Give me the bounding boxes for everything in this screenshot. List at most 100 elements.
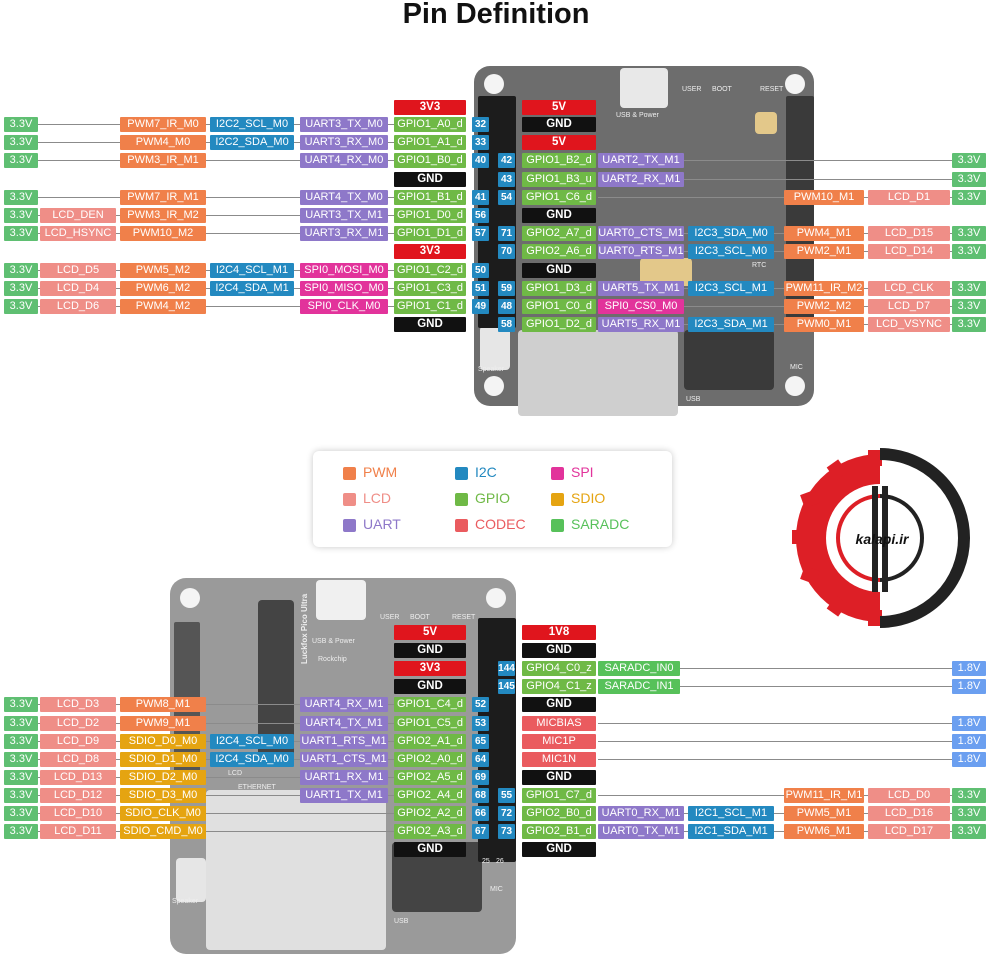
pin-label-gpio: GPIO2_A4_d xyxy=(394,787,466,803)
pin-function-lcd: LCD_D3 xyxy=(40,697,116,713)
pin-number: 69 xyxy=(472,769,489,785)
pin-number: 33 xyxy=(472,135,489,151)
legend-swatch xyxy=(551,519,564,532)
speaker-connector xyxy=(176,858,206,902)
pin-function-v18: 1.8V xyxy=(952,661,986,677)
pin-label-gpio: GPIO2_A3_d xyxy=(394,824,466,840)
pin-function-pwm: PWM10_M2 xyxy=(120,226,206,242)
pin-function-pwm: PWM2_M1 xyxy=(784,244,864,260)
leader-line xyxy=(38,306,394,307)
pin-function-v18: 1.8V xyxy=(952,679,986,695)
pin-function-pwm: PWM5_M1 xyxy=(784,806,864,821)
pin-function-pwm: PWM11_IR_M1 xyxy=(784,787,864,803)
pin-label-gpio: GPIO2_A5_d xyxy=(394,769,466,785)
pin-function-sar: SARADC_IN1 xyxy=(598,679,680,695)
wifi-module xyxy=(684,330,774,390)
pin-function-lcd: LCD_VSYNC xyxy=(868,317,950,333)
pin-label-red: 5V xyxy=(522,135,596,151)
silk-speaker: Speaker xyxy=(478,366,505,373)
pin-label-gnd: GND xyxy=(394,171,466,187)
pin-number: 145 xyxy=(498,679,515,695)
pin-function-lcd: LCD_D11 xyxy=(40,824,116,840)
pin-number: 54 xyxy=(498,189,515,205)
pin-function-lcd: LCD_D15 xyxy=(868,226,950,242)
pin-function-sdio: SDIO_CLK_M0 xyxy=(120,806,206,821)
pin-function-i2c: I2C3_SCL_M1 xyxy=(688,280,774,296)
pin-label-gpio: GPIO4_C0_z xyxy=(522,661,596,677)
mount-hole xyxy=(484,74,504,94)
leader-line xyxy=(38,215,394,216)
pin-function-pwm: PWM7_IR_M0 xyxy=(120,117,206,132)
mount-hole xyxy=(785,74,805,94)
pin-function-v33: 3.3V xyxy=(4,751,38,767)
silk-user: USER xyxy=(380,614,400,621)
legend-swatch xyxy=(551,467,564,480)
pin-function-v33: 3.3V xyxy=(4,226,38,242)
legend-label: SPI xyxy=(571,464,594,480)
pin-function-pwm: PWM2_M2 xyxy=(784,299,864,314)
pin-label-gnd: GND xyxy=(522,769,596,785)
pin-function-lcd: LCD_D4 xyxy=(40,280,116,296)
pin-label-red: 3V3 xyxy=(394,244,466,260)
pin-function-v33: 3.3V xyxy=(4,697,38,713)
pin-label-gpio: GPIO1_C3_d xyxy=(394,280,466,296)
pin-function-spi: SPI0_CS0_M0 xyxy=(598,299,684,314)
pin-function-pwm: PWM4_M1 xyxy=(784,226,864,242)
pin-function-i2c: I2C1_SCL_M1 xyxy=(688,806,774,821)
pin-number: 48 xyxy=(498,299,515,314)
pin-number: 72 xyxy=(498,806,515,821)
pin-label-gpio: GPIO2_A1_d xyxy=(394,733,466,749)
pin-label-gpio: GPIO2_A2_d xyxy=(394,806,466,821)
pin-function-uart: UART4_TX_M1 xyxy=(300,715,388,731)
pin-number: 42 xyxy=(498,153,515,169)
silk-usb: USB xyxy=(394,918,409,925)
pin-function-uart: UART3_RX_M1 xyxy=(300,226,388,242)
leader-line xyxy=(38,160,394,162)
legend-label: I2C xyxy=(475,464,497,480)
silk-usb: USB xyxy=(686,396,701,403)
leader-line xyxy=(598,686,986,688)
pin-label-gpio: GPIO2_A7_d xyxy=(522,226,596,242)
legend-label: SARADC xyxy=(571,516,630,532)
pin-function-lcd: LCD_D12 xyxy=(40,787,116,803)
pin-number: 70 xyxy=(498,244,515,260)
pin-label-gnd: GND xyxy=(522,643,596,659)
pin-label-gpio: GPIO2_A0_d xyxy=(394,751,466,767)
pin-function-v33: 3.3V xyxy=(4,769,38,785)
silk-25: 25 xyxy=(482,858,490,865)
pin-function-v33: 3.3V xyxy=(952,189,986,205)
silk-mic: MIC xyxy=(490,886,503,893)
pin-label-gpio: GPIO4_C1_z xyxy=(522,679,596,695)
pin-function-uart: UART3_TX_M1 xyxy=(300,208,388,223)
silk-rtc: RTC xyxy=(752,262,767,269)
pin-function-lcd: LCD_D17 xyxy=(868,824,950,840)
pin-function-lcd: LCD_D8 xyxy=(40,751,116,767)
pin-function-lcd: LCD_D7 xyxy=(868,299,950,314)
pin-function-sdio: SDIO_D0_M0 xyxy=(120,733,206,749)
legend-swatch xyxy=(455,467,468,480)
pin-function-uart: UART3_TX_M0 xyxy=(300,117,388,132)
pin-number: 73 xyxy=(498,824,515,840)
pin-function-spi: SPI0_CLK_M0 xyxy=(300,299,388,314)
pin-function-i2c: I2C1_SDA_M1 xyxy=(688,824,774,840)
pin-function-lcd: LCD_HSYNC xyxy=(40,226,116,242)
pin-number: 55 xyxy=(498,787,515,803)
silk-boot: BOOT xyxy=(712,86,732,93)
pin-number: 40 xyxy=(472,153,489,169)
pin-function-v33: 3.3V xyxy=(4,135,38,151)
pin-function-i2c: I2C3_SDA_M1 xyxy=(688,317,774,333)
silk-speaker: Speaker xyxy=(172,898,199,905)
legend-swatch xyxy=(343,467,356,480)
reset-header xyxy=(755,112,777,134)
pin-function-lcd: LCD_DEN xyxy=(40,208,116,223)
pin-function-v33: 3.3V xyxy=(952,171,986,187)
mount-hole xyxy=(486,588,506,608)
pin-label-gpio: GPIO1_D2_d xyxy=(522,317,596,333)
legend-label: LCD xyxy=(363,490,392,506)
legend-label: SDIO xyxy=(571,490,606,506)
pin-function-sdio: SDIO_CMD_M0 xyxy=(120,824,206,840)
pin-function-uart: UART5_RX_M1 xyxy=(598,317,684,333)
pin-function-v33: 3.3V xyxy=(952,244,986,260)
pin-function-uart: UART1_RTS_M1 xyxy=(300,733,388,749)
